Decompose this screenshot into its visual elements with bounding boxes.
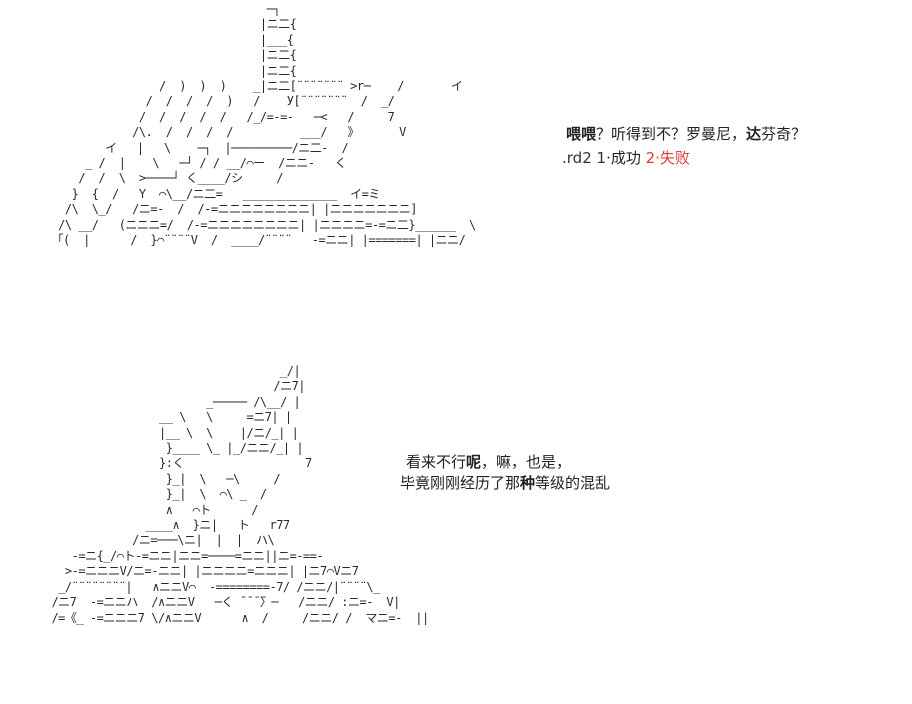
dialogue-text-3: 看来不行 [406, 453, 467, 471]
dialogue-text-1: ？听得到不？罗曼尼 [596, 125, 732, 143]
choice-success: ·成功 [606, 149, 646, 167]
dialogue-line-2: 看来不行呢，嘛，也是， [406, 452, 571, 472]
dialogue-line-3: 毕竟刚刚经历了那种等级的混乱 [400, 473, 610, 493]
choice-failure: 2·失败 [645, 149, 690, 167]
dialogue-text-5: 毕竟刚刚经历了那 [400, 474, 521, 492]
dialogue-text-2: 芬奇？ [761, 125, 807, 143]
dialogue-line-1: 喂喂？听得到不？罗曼尼，达芬奇？ [566, 124, 806, 144]
dialogue-comma-1: ， [731, 125, 747, 143]
dialogue-bold-3: 呢 [466, 453, 482, 471]
dice-roll-prefix: .rd2 1 [562, 149, 607, 167]
dialogue-bold-1: 喂喂 [566, 125, 597, 143]
dialogue-bold-4: 种 [520, 474, 536, 492]
dice-choice-line: .rd2 1·成功 2·失败 [562, 148, 690, 168]
ascii-art-mecha-top: ─┐ |ニ二{ |___{ |ニ二{ |ニ二{ / ) ) ) _|ニ二[¨¨¨… [51, 2, 476, 248]
dialogue-text-6: 等级的混乱 [535, 474, 611, 492]
dialogue-bold-2: 达 [746, 125, 762, 143]
ascii-art-mecha-bottom: _/| /ニ7| _───── /\__/ | __ \ \ =ニ7| | |_… [51, 364, 429, 625]
dialogue-text-4: ，嘛，也是， [481, 453, 572, 471]
